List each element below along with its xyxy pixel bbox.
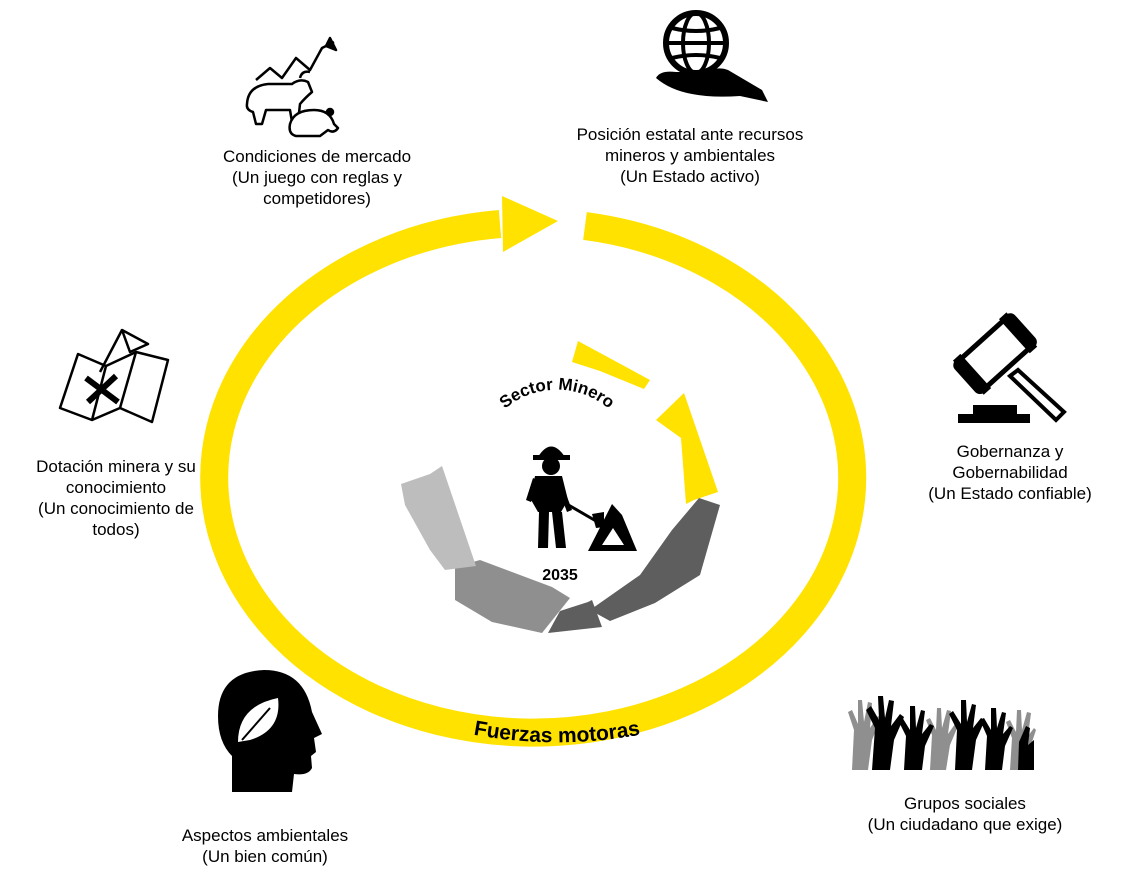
globe-in-hand-icon <box>656 10 768 102</box>
label-line: competidores) <box>263 189 371 208</box>
bull-bear-market-icon <box>245 36 340 138</box>
raised-hands-icon <box>848 696 1036 770</box>
center-hub: Sector Minero <box>496 374 637 584</box>
label-line: Gobernanza y <box>956 442 1064 461</box>
cycle-segment-mid <box>455 560 570 633</box>
label-line: Posición estatal ante recursos <box>576 125 804 144</box>
force-label-grupos: Grupos sociales (Un ciudadano que exige) <box>845 793 1085 835</box>
cycle-segment-light <box>401 466 476 570</box>
label-line: Aspectos ambientales <box>181 826 349 845</box>
cycle-segment-dark-bottom <box>548 600 602 633</box>
force-label-gobernanza: Gobernanza y Gobernabilidad (Un Estado c… <box>905 441 1115 504</box>
label-line: (Un juego con reglas y <box>231 168 403 187</box>
center-title: Sector Minero <box>496 374 618 412</box>
force-label-dotacion: Dotación minera y su conocimiento (Un co… <box>2 456 230 540</box>
cycle-segment-yellow-top <box>572 341 650 389</box>
label-line: (Un Estado confiable) <box>928 484 1092 503</box>
label-line: Dotación minera y su <box>36 457 196 476</box>
center-year: 2035 <box>542 567 578 584</box>
force-label-mercado: Condiciones de mercado (Un juego con reg… <box>197 146 437 209</box>
label-line: (Un bien común) <box>202 847 328 866</box>
treasure-map-icon <box>58 328 170 424</box>
label-line: (Un conocimiento de <box>38 499 194 518</box>
force-label-ambientales: Aspectos ambientales (Un bien común) <box>150 825 380 867</box>
inner-cycle <box>401 341 720 633</box>
label-line: (Un ciudadano que exige) <box>867 815 1063 834</box>
force-label-estado: Posición estatal ante recursos mineros y… <box>540 124 840 187</box>
label-line: mineros y ambientales <box>604 146 776 165</box>
label-line: Grupos sociales <box>904 794 1026 813</box>
cycle-segment-yellow-right <box>656 393 718 504</box>
miner-icon <box>526 446 637 551</box>
label-line: (Un Estado activo) <box>620 167 760 186</box>
label-line: conocimiento <box>65 478 167 497</box>
gavel-icon <box>952 312 1067 423</box>
driving-forces-ring: Fuerzas motoras <box>200 196 867 747</box>
label-line: Gobernabilidad <box>952 463 1068 482</box>
label-line: Condiciones de mercado <box>222 147 412 166</box>
ring-segment <box>200 210 867 747</box>
ring-arrowhead <box>502 196 558 252</box>
cycle-segment-dark-right <box>590 498 720 621</box>
label-line: todos) <box>92 520 140 539</box>
head-leaf-icon <box>218 670 322 792</box>
